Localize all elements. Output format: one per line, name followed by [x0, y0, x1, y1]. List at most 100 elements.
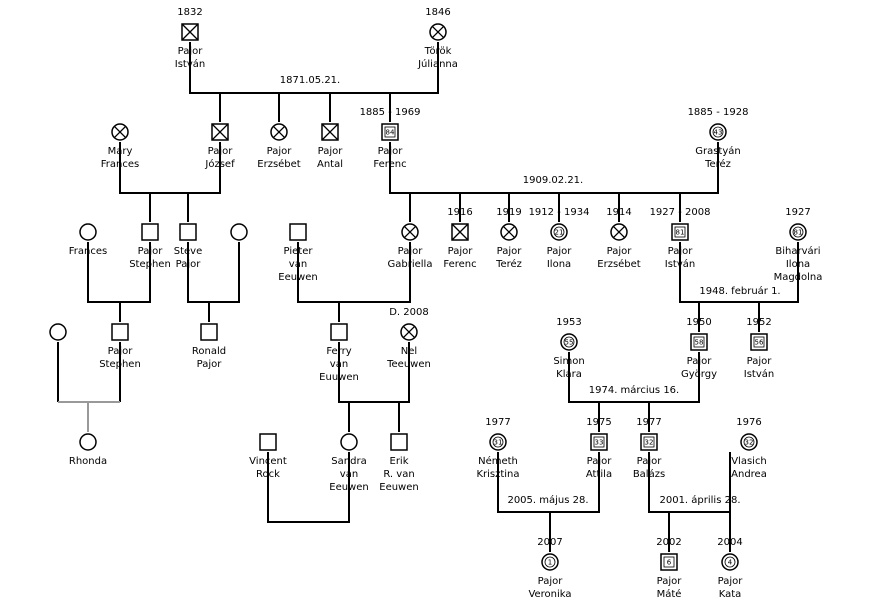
- person-age: 33: [595, 439, 604, 447]
- person-name-line: Steve: [174, 246, 203, 257]
- person-name-line: Krisztina: [476, 469, 519, 480]
- person-name-line: Pajor: [668, 246, 694, 257]
- person-years: 1885 - 1928: [688, 107, 749, 118]
- person-name-line: Teréz: [495, 258, 522, 270]
- person-years: 1952: [746, 317, 771, 328]
- age-badge-square: [753, 336, 765, 348]
- person-name-line: Andrea: [731, 469, 767, 480]
- female-symbol-icon: [79, 223, 97, 241]
- person-rhonda[interactable]: Rhonda: [69, 433, 107, 467]
- male-symbol-icon: [259, 433, 277, 451]
- person-age: 21: [555, 229, 564, 237]
- person-years: 2004: [717, 537, 742, 548]
- person-name-line: Erzsébet: [257, 158, 301, 170]
- person-stephen_wife[interactable]: [49, 323, 67, 341]
- person-age: 32: [645, 439, 654, 447]
- person-name-line: Pajor: [108, 346, 134, 357]
- person-name-line: Pajor: [637, 456, 663, 467]
- relationship-line: [338, 342, 410, 403]
- age-badge-square: [693, 336, 705, 348]
- person-name-line: Sandra: [331, 456, 366, 467]
- person-frances[interactable]: Frances: [69, 223, 107, 257]
- marriage-date: 1974. március 16.: [589, 384, 679, 396]
- person-years: 1885 - 1969: [360, 107, 421, 118]
- person-name-line: van: [330, 359, 348, 370]
- male-symbol-icon: [141, 223, 159, 241]
- female-symbol-icon: [49, 323, 67, 341]
- person-name-line: Teeuwen: [386, 359, 431, 370]
- deceased-cross-icon: [451, 223, 469, 241]
- person-name-line: Magdolna: [774, 272, 823, 283]
- marriage-date: 1948. február 1.: [699, 285, 780, 297]
- person-name-line: György: [681, 369, 717, 380]
- person-name-line: Pajor: [208, 146, 234, 157]
- person-name-line: Eeuwen: [278, 272, 317, 283]
- person-years: 1950: [686, 317, 711, 328]
- person-name-line: van: [340, 469, 358, 480]
- person-name-line: van: [289, 259, 307, 270]
- age-badge-circle: [792, 226, 804, 238]
- person-name-line: Pajor: [747, 356, 773, 367]
- deceased-cross-icon: [402, 325, 416, 339]
- male-symbol-icon: [200, 323, 218, 341]
- relationship-line: [119, 142, 221, 194]
- person-years: 1975: [586, 417, 611, 428]
- person-name-line: Pajor: [267, 146, 293, 157]
- marriage-date: 2005. május 28.: [507, 494, 588, 506]
- person-years: 1919: [496, 207, 521, 218]
- person-age: 55: [565, 339, 574, 347]
- person-name-line: Attila: [586, 469, 612, 480]
- person-steve_wife[interactable]: [230, 223, 248, 241]
- person-name-line: Rhonda: [69, 456, 107, 467]
- person-name-line: Antal: [317, 159, 343, 170]
- person-age: 31: [494, 439, 503, 447]
- person-name-line: Török: [424, 46, 452, 57]
- person-name-line: Máté: [657, 588, 682, 600]
- person-name-line: Frances: [101, 159, 139, 170]
- person-name-line: Frances: [69, 246, 107, 257]
- person-name-line: Ilona: [786, 259, 810, 270]
- person-name-line: Pajor: [687, 356, 713, 367]
- relationship-lines: 1871.05.21.1909.02.21.1948. február 1.19…: [57, 42, 799, 552]
- person-name-line: Stephen: [99, 359, 141, 370]
- male-symbol-icon: [111, 323, 129, 341]
- person-name-line: Németh: [478, 455, 518, 467]
